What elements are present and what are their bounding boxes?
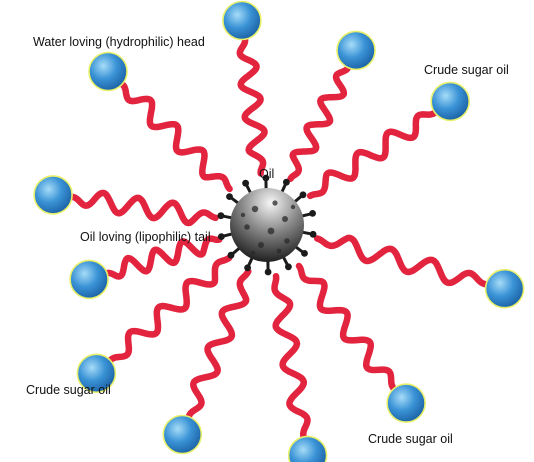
tail-4 [313,234,493,288]
oil-spike-tip-10 [242,179,250,187]
head-2 [336,30,376,71]
oil-pit-9 [276,248,282,254]
oil-spike-tip-3 [285,263,292,271]
tail-2 [287,61,352,182]
oil-spike-tip-1 [309,230,317,238]
tail-1 [236,33,268,177]
oil-droplet [217,174,317,276]
oil-spike-tip-7 [218,233,225,241]
oil-spike-tip-4 [264,268,272,276]
label-hydrophilic-head: Water loving (hydrophilic) head [33,35,205,49]
tail-3 [306,107,441,200]
tail-10 [65,189,219,227]
oil-spike-tip-9 [226,193,233,201]
head-7 [162,414,203,455]
oil-pit-6 [258,242,264,248]
label-crude-sugar-oil-1: Crude sugar oil [424,63,509,77]
oil-spike-tip-8 [217,212,225,220]
head-5 [386,383,426,423]
oil-spike-tip-2 [301,250,308,257]
head-8 [76,353,117,394]
tail-8 [105,254,233,367]
oil-pit-3 [282,216,288,222]
head-3 [430,81,471,122]
oil-spike-tip-13 [299,191,307,199]
tail-11 [116,79,233,193]
label-crude-sugar-oil-3: Crude sugar oil [368,432,453,446]
oil-pit-8 [240,212,246,218]
lipophilic-tails [65,33,493,443]
oil-pit-1 [251,205,259,213]
label-oil: Oil [259,167,275,181]
oil-pit-7 [284,238,290,244]
oil-spike-tip-5 [244,264,252,272]
hydrophilic-heads [33,0,525,462]
oil-spike-tip-6 [227,251,235,259]
label-lipophilic-tail: Oil loving (lipophilic) tail [80,230,211,244]
oil-pit-2 [272,200,278,206]
oil-spike-tip-14 [309,210,316,217]
oil-core [230,188,304,262]
oil-pit-5 [267,227,275,235]
oil-spike-tip-12 [283,178,290,186]
tail-5 [295,262,400,394]
head-1 [222,0,262,41]
oil-pit-4 [244,224,250,230]
head-4 [484,268,525,309]
tail-9 [101,235,223,280]
oil-pit-10 [290,204,296,210]
label-crude-sugar-oil-2: Crude sugar oil [26,383,111,397]
tail-7 [185,268,252,423]
head-10 [33,175,73,215]
oil-spike-tip-11 [262,174,270,182]
head-6 [287,435,328,462]
tail-6 [271,272,311,443]
oil-pit-11 [250,250,256,256]
head-9 [69,259,109,300]
head-11 [88,51,128,92]
